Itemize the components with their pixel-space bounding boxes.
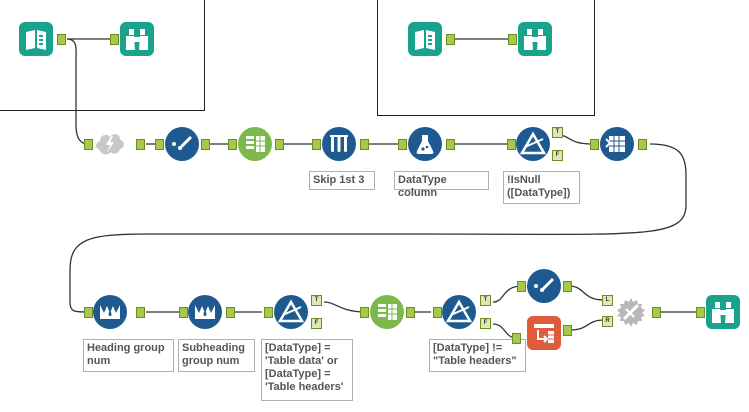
- true-anchor[interactable]: T: [480, 295, 491, 306]
- left-anchor[interactable]: L: [602, 295, 613, 306]
- output-anchor[interactable]: [136, 307, 145, 318]
- annotation-filter-table-data: [DataType] = 'Table data' or [DataType] …: [261, 339, 353, 401]
- binoculars-icon: [524, 29, 546, 50]
- join-tool[interactable]: [614, 295, 648, 329]
- input-anchor[interactable]: [696, 307, 705, 318]
- checkmark-path-icon: [534, 277, 555, 292]
- crown-drop-icon: [195, 305, 215, 319]
- annotation-formula: DataType column: [394, 171, 489, 199]
- output-anchor[interactable]: [563, 281, 572, 292]
- output-anchor[interactable]: [652, 307, 661, 318]
- output-anchor[interactable]: [446, 34, 455, 45]
- browse-tool-1[interactable]: [120, 22, 154, 56]
- input-anchor[interactable]: [228, 139, 237, 150]
- input-anchor[interactable]: [110, 34, 119, 45]
- binoculars-icon: [126, 29, 148, 50]
- connection-input1-dynamic: [66, 38, 89, 145]
- sample-skip-tool[interactable]: [322, 127, 356, 161]
- test-tubes-icon: [330, 135, 348, 152]
- input-anchor[interactable]: [508, 34, 517, 45]
- input-anchor[interactable]: [433, 307, 442, 318]
- binoculars-icon: [712, 302, 734, 323]
- false-anchor[interactable]: F: [552, 150, 563, 161]
- table-columns-icon: [246, 136, 265, 152]
- table-columns-icon: [378, 304, 397, 320]
- input-anchor[interactable]: [155, 139, 164, 150]
- output-anchor[interactable]: [201, 139, 210, 150]
- input-anchor[interactable]: [264, 307, 273, 318]
- output-anchor[interactable]: [563, 325, 572, 336]
- tool-container-right[interactable]: [377, 0, 595, 116]
- connection-r2-g: [568, 285, 605, 301]
- filter-triangle-icon: [445, 299, 473, 323]
- text-to-columns-tool[interactable]: [238, 127, 272, 161]
- true-anchor[interactable]: T: [311, 295, 322, 306]
- output-anchor[interactable]: [446, 139, 455, 150]
- annotation-skip-first: Skip 1st 3: [309, 171, 375, 190]
- browse-tool-2[interactable]: [518, 22, 552, 56]
- tool-container-left[interactable]: [0, 0, 205, 111]
- input-anchor[interactable]: [84, 139, 93, 150]
- input-data-tool-1[interactable]: [19, 22, 53, 56]
- gear-join-icon: [617, 298, 645, 327]
- book-icon: [415, 30, 435, 50]
- output-anchor[interactable]: [57, 34, 66, 45]
- flask-icon: [416, 135, 434, 154]
- connection-r2-h: [568, 319, 605, 331]
- connection-loop: [69, 143, 687, 313]
- annotation-heading-group: Heading group num: [83, 339, 174, 372]
- checkmark-path-icon: [172, 135, 193, 150]
- sample-tool-2[interactable]: [527, 269, 561, 303]
- book-icon: [26, 30, 46, 50]
- select-grid-icon: [605, 136, 625, 152]
- input-anchor[interactable]: [590, 139, 599, 150]
- true-anchor[interactable]: T: [552, 127, 563, 138]
- multi-row-formula-heading[interactable]: [93, 295, 127, 329]
- annotation-subheading-group: Subheading group num: [178, 339, 255, 372]
- crosstab-tool[interactable]: [527, 316, 561, 350]
- false-anchor[interactable]: F: [311, 318, 322, 329]
- input-anchor[interactable]: [179, 307, 188, 318]
- input-anchor[interactable]: [398, 139, 407, 150]
- multi-row-formula-subheading[interactable]: [188, 295, 222, 329]
- input-anchor[interactable]: [507, 139, 516, 150]
- crown-drop-icon: [100, 305, 120, 319]
- annotation-filter-not-headers: [DataType] != "Table headers": [429, 339, 526, 372]
- input-anchor[interactable]: [312, 139, 321, 150]
- filter-triangle-icon: [277, 299, 305, 323]
- cloud-bolt-icon: [96, 134, 124, 155]
- input-data-tool-2[interactable]: [408, 22, 442, 56]
- input-anchor[interactable]: [360, 307, 369, 318]
- sample-tool-1[interactable]: [165, 127, 199, 161]
- false-anchor[interactable]: F: [480, 318, 491, 329]
- right-anchor[interactable]: R: [602, 316, 613, 327]
- input-anchor[interactable]: [517, 281, 526, 292]
- output-anchor[interactable]: [226, 307, 235, 318]
- input-anchor[interactable]: [84, 307, 93, 318]
- filter-tool-not-headers[interactable]: [442, 295, 476, 329]
- output-anchor[interactable]: [275, 139, 284, 150]
- filter-triangle-icon: [519, 131, 547, 155]
- select-tool[interactable]: [600, 127, 634, 161]
- output-anchor[interactable]: [406, 307, 415, 318]
- filter-tool-isnull[interactable]: [516, 127, 550, 161]
- output-anchor[interactable]: [638, 139, 647, 150]
- text-to-columns-tool-2[interactable]: [370, 295, 404, 329]
- dynamic-input-tool[interactable]: [93, 127, 127, 161]
- annotation-filter-isnull: !IsNull ([DataType]): [503, 171, 580, 204]
- table-arrow-icon: [534, 324, 554, 343]
- output-anchor[interactable]: [360, 139, 369, 150]
- filter-tool-table-data[interactable]: [274, 295, 308, 329]
- browse-tool-final[interactable]: [706, 295, 740, 329]
- output-anchor[interactable]: [136, 139, 145, 150]
- connection-r1-f: [557, 134, 593, 145]
- input-anchor[interactable]: [512, 333, 521, 344]
- formula-tool[interactable]: [408, 127, 442, 161]
